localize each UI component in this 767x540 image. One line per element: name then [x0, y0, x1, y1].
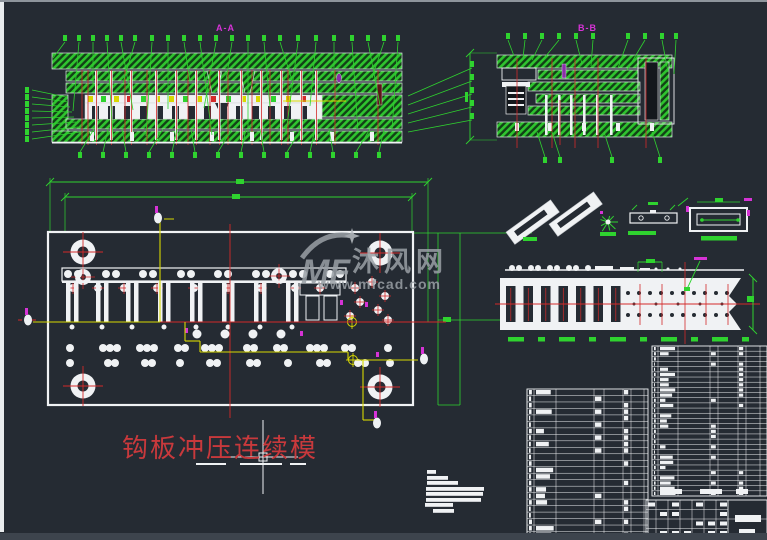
section-b-label: B-B — [578, 23, 597, 33]
window-edge-bottom — [0, 533, 767, 540]
drawing-title: 钩板冲压连续模 — [122, 433, 318, 463]
window-edge-top — [0, 0, 767, 2]
watermark-star-icon — [344, 228, 360, 244]
part-detail-views — [505, 191, 752, 245]
section-a-label: A-A — [216, 23, 235, 33]
strip-layout-view — [495, 257, 760, 344]
crosshair-cursor — [196, 420, 306, 494]
watermark-logo-text: MF — [301, 253, 351, 291]
section-view-a-a — [25, 35, 403, 158]
watermark-site-name: 沐风网 — [352, 247, 448, 277]
section-view-b-b — [407, 33, 678, 163]
notes-text-block — [425, 470, 484, 513]
bom-tables — [526, 345, 767, 539]
watermark-url: www.mfcad.com — [317, 276, 441, 292]
window-edge-left — [0, 2, 4, 532]
watermark: MF 沐风网 www.mfcad.com — [299, 228, 448, 292]
plan-view — [18, 177, 532, 429]
